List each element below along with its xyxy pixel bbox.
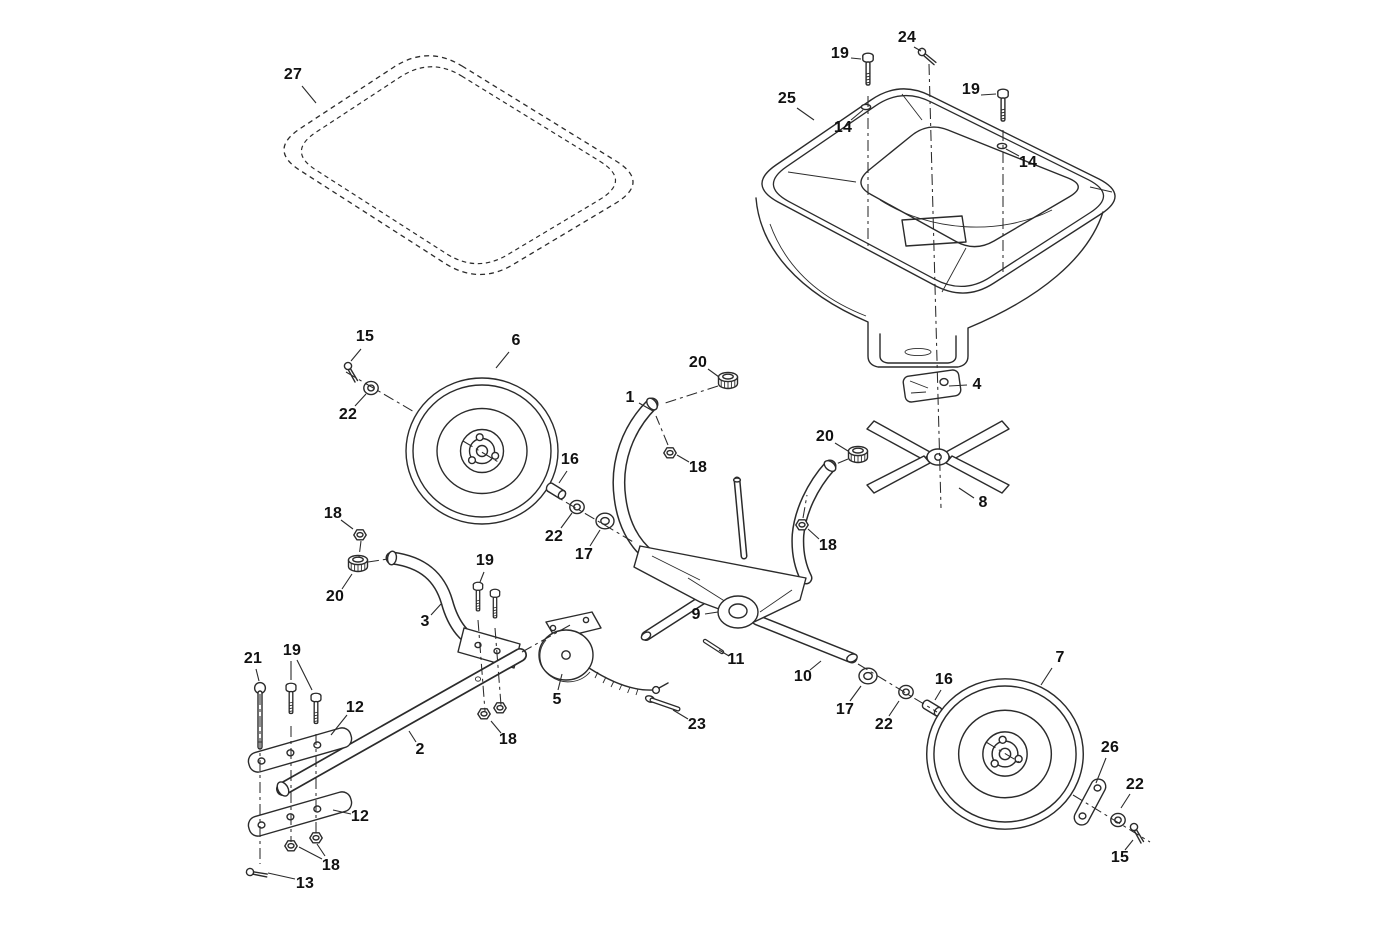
leader-line-18 xyxy=(298,846,323,860)
leader-line-11 xyxy=(718,649,730,657)
part-18-nut-hitch-b xyxy=(309,832,323,844)
leader-line-19 xyxy=(980,93,997,96)
leader-line-16 xyxy=(558,470,568,484)
leader-line-5 xyxy=(557,673,563,691)
leader-line-16 xyxy=(934,689,942,701)
leader-line-14 xyxy=(1005,148,1020,157)
part-19-bolt-top-right xyxy=(997,88,1009,122)
leader-line-17 xyxy=(849,685,862,702)
part-13-cotter-pin-hitch xyxy=(244,861,270,886)
leader-line-18 xyxy=(340,519,354,530)
leader-line-2 xyxy=(408,730,417,743)
leader-line-19 xyxy=(479,571,485,583)
leader-line-22 xyxy=(1120,793,1131,809)
leader-line-23 xyxy=(672,709,689,720)
part-14-hole-left xyxy=(860,103,872,111)
part-20-knob-top xyxy=(717,371,739,390)
part-22-washer-right xyxy=(898,684,914,700)
assembly-axis-lines xyxy=(259,63,1151,864)
part-21-hitch-pin xyxy=(253,681,267,750)
part-16-bushing-left xyxy=(544,481,568,501)
leader-line-19 xyxy=(296,659,313,691)
leader-line-18 xyxy=(676,454,690,463)
leader-line-17 xyxy=(589,529,601,547)
leader-line-12 xyxy=(330,714,348,736)
part-4-gate-plate xyxy=(902,369,962,403)
part-6-wheel-left xyxy=(405,377,559,525)
leader-line-22 xyxy=(354,393,367,407)
part-27-lid-drawing xyxy=(283,55,634,276)
part-20-knob-left xyxy=(347,554,369,573)
part-18-nut-frame-right xyxy=(795,519,809,531)
leader-line-10 xyxy=(809,660,822,671)
leader-line-20 xyxy=(341,573,353,590)
part-5-gearbox xyxy=(538,611,669,696)
part-20-knob-right xyxy=(847,445,869,464)
leader-line-18 xyxy=(807,528,820,540)
part-12-hitch-plate-upper xyxy=(247,727,353,773)
part-19-bolt-bracket-b xyxy=(489,588,501,619)
leader-line-9 xyxy=(704,611,719,615)
part-19-bolt-hitch-a xyxy=(285,682,297,715)
leader-line-18 xyxy=(490,720,502,734)
leader-line-14 xyxy=(850,109,864,121)
leader-line-22 xyxy=(888,700,900,717)
leader-line-19 xyxy=(850,57,862,60)
leader-line-20 xyxy=(707,368,720,378)
part-2-tow-bar xyxy=(276,648,527,797)
part-12-hitch-plate-lower xyxy=(247,791,353,837)
part-24-clip-pin xyxy=(916,44,938,69)
leader-line-4 xyxy=(948,384,968,387)
leader-line-18 xyxy=(316,843,326,857)
part-18-nut-frame-left xyxy=(663,447,677,459)
part-23-clevis-pin xyxy=(644,695,681,712)
leader-line-20 xyxy=(834,442,849,452)
part-8-agitator xyxy=(866,420,1010,494)
leader-line-15 xyxy=(1124,839,1134,851)
part-19-bolt-top-left xyxy=(862,52,874,86)
part-18-nut-bracket-b xyxy=(493,702,507,714)
leader-line-13 xyxy=(267,872,296,880)
leader-line-21 xyxy=(255,668,260,682)
part-17-bushing-right xyxy=(858,667,878,685)
part-18-nut-tube xyxy=(353,529,367,541)
callout-leader-lines xyxy=(255,46,1134,880)
part-14-hole-right xyxy=(996,142,1008,150)
part-26-link xyxy=(1073,778,1107,826)
part-1-frame xyxy=(612,397,858,664)
leader-line-8 xyxy=(958,487,975,499)
part-22-washer-center xyxy=(569,499,585,515)
leader-line-12 xyxy=(332,809,352,815)
part-25-hopper-drawing xyxy=(755,88,1116,368)
part-19-bolt-bracket-a xyxy=(472,581,484,612)
leader-line-25 xyxy=(796,107,815,121)
part-19-bolt-hitch-b xyxy=(310,692,322,725)
part-18-nut-bracket-a xyxy=(477,708,491,720)
leader-line-27 xyxy=(301,85,317,104)
leader-line-15 xyxy=(350,348,362,362)
leader-line-1 xyxy=(638,402,654,412)
leader-line-26 xyxy=(1095,757,1107,784)
part-18-nut-hitch-a xyxy=(284,840,298,852)
leader-line-6 xyxy=(495,351,510,369)
leader-line-7 xyxy=(1040,667,1053,686)
leader-line-24 xyxy=(913,46,922,52)
part-3-handle-tube xyxy=(385,550,521,669)
leader-line-3 xyxy=(430,603,442,616)
leader-line-22 xyxy=(560,512,573,529)
